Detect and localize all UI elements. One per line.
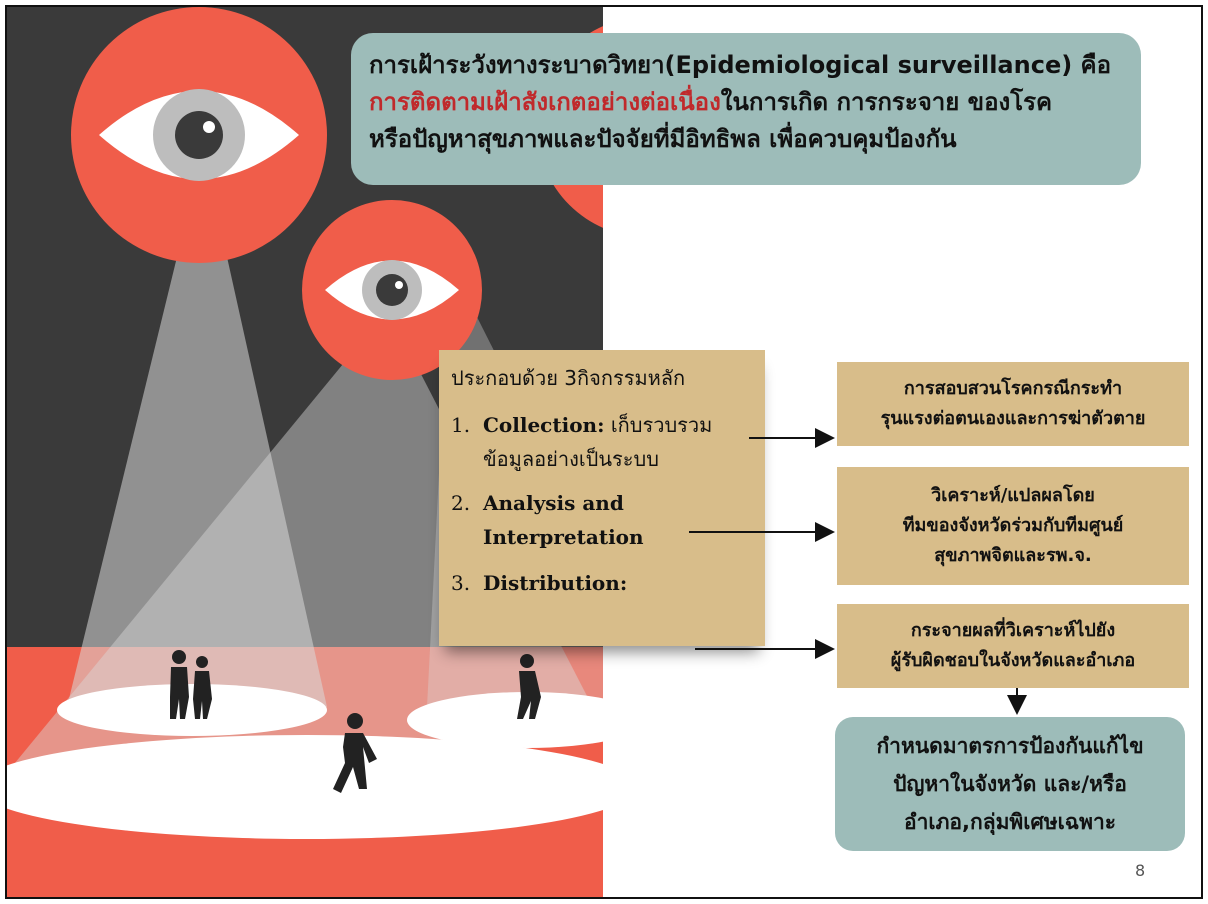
output-text: การสอบสวนโรคกรณีกระทำ รุนแรงต่อตนเองและก… (880, 378, 1146, 429)
slide: การเฝ้าระวังทางระบาดวิทยา(Epidemiologica… (5, 5, 1203, 899)
activity-number: 2. (451, 491, 471, 515)
activity-item-distribution: 3. Distribution: (451, 566, 753, 600)
definition-line-1: การเฝ้าระวังทางระบาดวิทยา(Epidemiologica… (369, 51, 1112, 79)
output-box-investigation: การสอบสวนโรคกรณีกระทำ รุนแรงต่อตนเองและก… (837, 362, 1189, 446)
activities-heading: ประกอบด้วย 3กิจกรรมหลัก (451, 366, 686, 390)
activity-title: Collection: (483, 413, 605, 437)
activities-box: ประกอบด้วย 3กิจกรรมหลัก 1. Collection: เ… (439, 350, 765, 646)
activity-title: Analysis and Interpretation (483, 491, 644, 549)
output-text: กระจายผลที่วิเคราะห์ไปยัง ผู้รับผิดชอบใน… (890, 620, 1136, 671)
activity-number: 1. (451, 413, 471, 437)
activity-title: Distribution: (483, 571, 628, 595)
final-text: กำหนดมาตรการป้องกันแก้ไข ปัญหาในจังหวัด … (876, 734, 1144, 834)
output-text: วิเคราะห์/แปลผลโดย ทีมของจังหวัดร่วมกับท… (902, 485, 1124, 566)
definition-highlight: การติดตามเฝ้าสังเกตอย่างต่อเนื่อง (369, 88, 721, 116)
definition-box: การเฝ้าระวังทางระบาดวิทยา(Epidemiologica… (351, 33, 1141, 185)
eye-icon (302, 200, 482, 380)
definition-line-3: หรือปัญหาสุขภาพและปัจจัยที่มีอิทธิพล เพื… (369, 125, 957, 153)
eye-icon (71, 7, 327, 263)
output-box-distribution: กระจายผลที่วิเคราะห์ไปยัง ผู้รับผิดชอบใน… (837, 604, 1189, 688)
output-box-analysis: วิเคราะห์/แปลผลโดย ทีมของจังหวัดร่วมกับท… (837, 467, 1189, 585)
page-number: 8 (1135, 861, 1146, 880)
activity-number: 3. (451, 571, 471, 595)
final-measures-box: กำหนดมาตรการป้องกันแก้ไข ปัญหาในจังหวัด … (835, 717, 1185, 851)
definition-line-2-rest: ในการเกิด การกระจาย ของโรค (720, 88, 1053, 116)
definition-line-2: การติดตามเฝ้าสังเกตอย่างต่อเนื่องในการเก… (369, 84, 1123, 121)
activity-desc: เก็บรวบรวม ข้อมูลอย่างเป็นระบบ (483, 413, 713, 471)
people-icon (170, 650, 541, 793)
activity-item-analysis: 2. Analysis and Interpretation (451, 486, 753, 554)
activity-item-collection: 1. Collection: เก็บรวบรวม ข้อมูลอย่างเป็… (451, 408, 753, 476)
